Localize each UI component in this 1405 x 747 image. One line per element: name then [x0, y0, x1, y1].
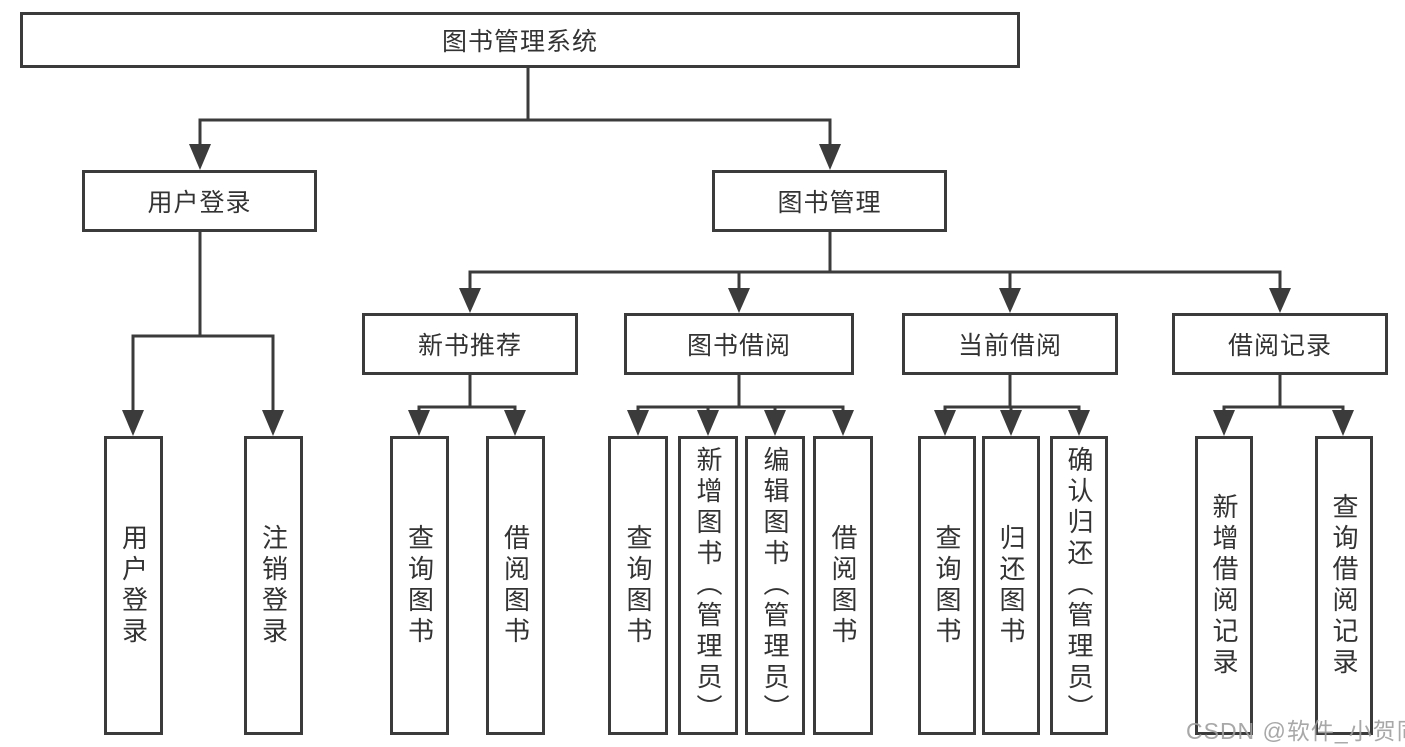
leaf-confirm-return-admin: 确认归还（管理员）	[1050, 436, 1108, 735]
node-new-book-recommendation: 新书推荐	[362, 313, 578, 375]
leaf-query-books-recommend: 查询图书	[390, 436, 449, 735]
node-current-borrowing: 当前借阅	[902, 313, 1118, 375]
leaf-user-login: 用户登录	[104, 436, 163, 735]
leaf-return-books: 归还图书	[982, 436, 1040, 735]
leaf-add-books-admin: 新增图书（管理员）	[678, 436, 738, 735]
node-book-management: 图书管理	[712, 170, 947, 232]
leaf-add-borrow-record: 新增借阅记录	[1195, 436, 1253, 735]
csdn-watermark: CSDN @软件_小贺同学	[1186, 718, 1405, 744]
node-borrow-records: 借阅记录	[1172, 313, 1388, 375]
leaf-edit-books-admin: 编辑图书（管理员）	[745, 436, 805, 735]
leaf-logout: 注销登录	[244, 436, 303, 735]
node-library-system: 图书管理系统	[20, 12, 1020, 68]
leaf-borrow-books-recommend: 借阅图书	[486, 436, 545, 735]
leaf-query-books-borrowing: 查询图书	[608, 436, 668, 735]
node-book-borrowing: 图书借阅	[624, 313, 854, 375]
leaf-borrow-books: 借阅图书	[813, 436, 873, 735]
node-user-login: 用户登录	[82, 170, 317, 232]
leaf-query-books-current: 查询图书	[918, 436, 976, 735]
leaf-query-borrow-record: 查询借阅记录	[1315, 436, 1373, 735]
